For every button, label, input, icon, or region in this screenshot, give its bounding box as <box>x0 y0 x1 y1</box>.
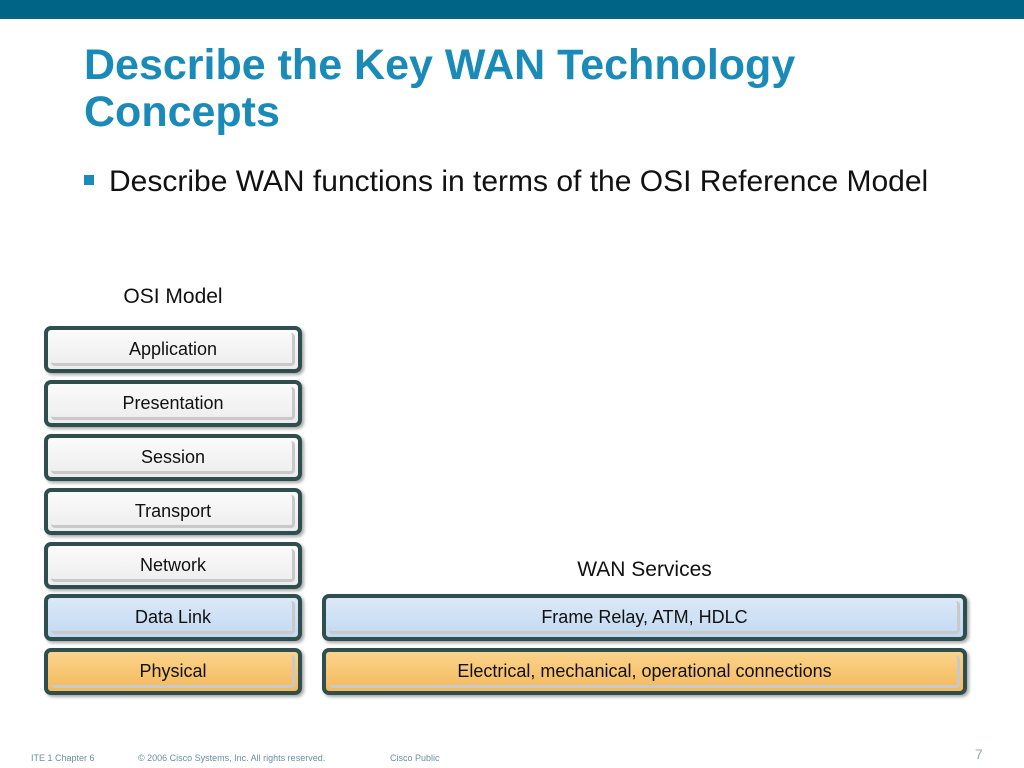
osi-layer-label: Session <box>140 447 206 467</box>
page-number: 7 <box>975 746 983 762</box>
osi-model-heading: OSI Model <box>123 285 223 308</box>
top-bar <box>0 0 1024 19</box>
osi-layer-label: Physical <box>139 661 207 681</box>
osi-layer-session: Session <box>44 434 302 481</box>
osi-layer-label: Network <box>139 555 206 575</box>
slide-title: Describe the Key WAN Technology Concepts <box>84 41 796 136</box>
osi-layer-label: Application <box>128 339 218 359</box>
osi-layer-label: Presentation <box>122 393 224 413</box>
wan-services-heading: WAN Services <box>577 558 712 581</box>
footer-copyright: © 2006 Cisco Systems, Inc. All rights re… <box>138 753 326 763</box>
osi-layer-network: Network <box>44 542 302 589</box>
osi-layer-application: Application <box>44 326 302 373</box>
osi-layer-data-link: Data Link <box>44 594 302 641</box>
osi-layer-label: Transport <box>134 501 212 521</box>
osi-layer-presentation: Presentation <box>44 380 302 427</box>
wan-service-label: Frame Relay, ATM, HDLC <box>541 607 748 627</box>
wan-service-physical: Electrical, mechanical, operational conn… <box>322 648 967 695</box>
osi-layer-transport: Transport <box>44 488 302 535</box>
bullet-text: Describe WAN functions in terms of the O… <box>109 165 929 198</box>
wan-service-label: Electrical, mechanical, operational conn… <box>457 661 832 681</box>
footer-classification: Cisco Public <box>390 753 440 763</box>
osi-layer-physical: Physical <box>44 648 302 695</box>
wan-service-data-link: Frame Relay, ATM, HDLC <box>322 594 967 641</box>
footer-chapter: ITE 1 Chapter 6 <box>31 753 95 763</box>
square-bullet-icon <box>84 175 94 185</box>
osi-layer-label: Data Link <box>134 607 212 627</box>
